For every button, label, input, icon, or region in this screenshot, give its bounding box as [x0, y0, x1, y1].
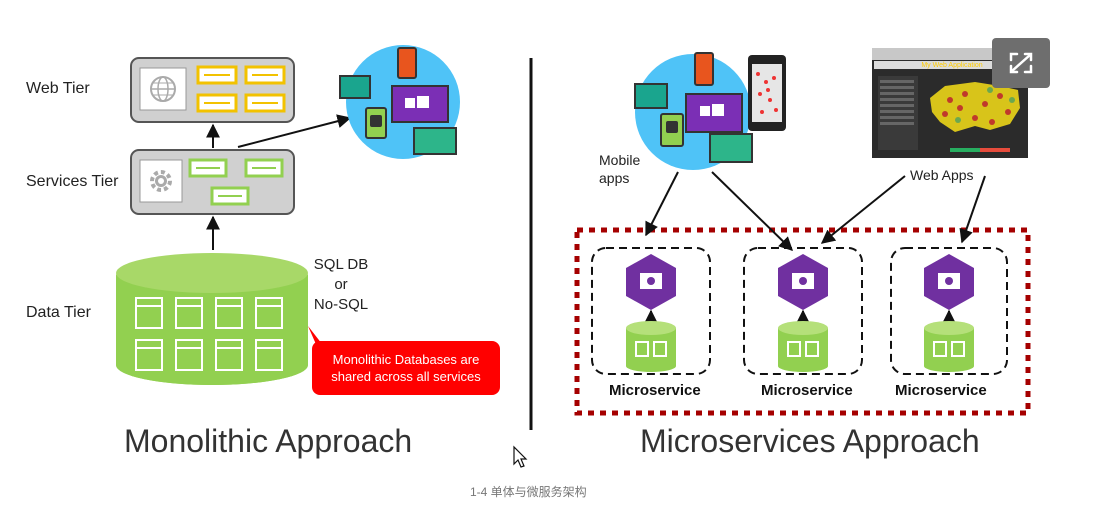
- web-tier-label: Web Tier: [26, 80, 90, 97]
- web-apps-label: Web Apps: [910, 167, 974, 183]
- callout-box: [308, 326, 500, 395]
- db-type-line-3: No-SQL: [313, 296, 369, 313]
- right-device-cluster: [634, 52, 786, 170]
- db-type-line-2: or: [334, 276, 348, 293]
- microservice-icons-1: [626, 254, 676, 372]
- left-device-cluster: [339, 45, 460, 159]
- microservices-title: Microservices Approach: [640, 423, 980, 459]
- figure-caption: 1-4 单体与微服务架构: [470, 485, 587, 499]
- microservice-box-2: [743, 247, 863, 375]
- microservices-boundary: [574, 227, 1031, 416]
- mobile-apps-line-1: Mobile: [599, 152, 641, 168]
- web-tier-box: [130, 57, 295, 123]
- web-app-screen-title: My Web Application: [921, 62, 983, 69]
- monolithic-title: Monolithic Approach: [124, 423, 413, 459]
- services-tier-box: [130, 149, 295, 215]
- db-type-line-1: SQL DB: [313, 256, 369, 273]
- callout-text: Monolithic Databases are shared across a…: [312, 351, 500, 385]
- expand-icon: [1009, 52, 1033, 74]
- web-app-screen: [872, 48, 1028, 158]
- callout-line-2: shared across all services: [331, 369, 481, 384]
- data-tier-database: [116, 253, 308, 385]
- services-tier-label: Services Tier: [26, 173, 119, 190]
- gear-icon: [150, 170, 172, 192]
- expand-button[interactable]: [992, 38, 1050, 88]
- mobile-apps-label: Mobile apps: [599, 151, 640, 187]
- microservice-box-1: [591, 247, 711, 375]
- web-components: [196, 65, 286, 113]
- microservice-label-1: Microservice: [609, 382, 701, 399]
- data-tier-label: Data Tier: [26, 304, 91, 321]
- mobile-apps-line-2: apps: [599, 170, 630, 186]
- microservice-icons-2: [778, 254, 828, 372]
- microservice-box-3: [890, 247, 1008, 375]
- cursor-icon: [513, 445, 528, 468]
- globe-icon: [150, 76, 176, 102]
- microservice-label-3: Microservice: [895, 382, 987, 399]
- db-type-label: SQL DB or No-SQL: [306, 255, 376, 315]
- microservice-icons-3: [924, 254, 974, 372]
- callout-line-1: Monolithic Databases are: [332, 352, 480, 367]
- microservice-label-2: Microservice: [761, 382, 853, 399]
